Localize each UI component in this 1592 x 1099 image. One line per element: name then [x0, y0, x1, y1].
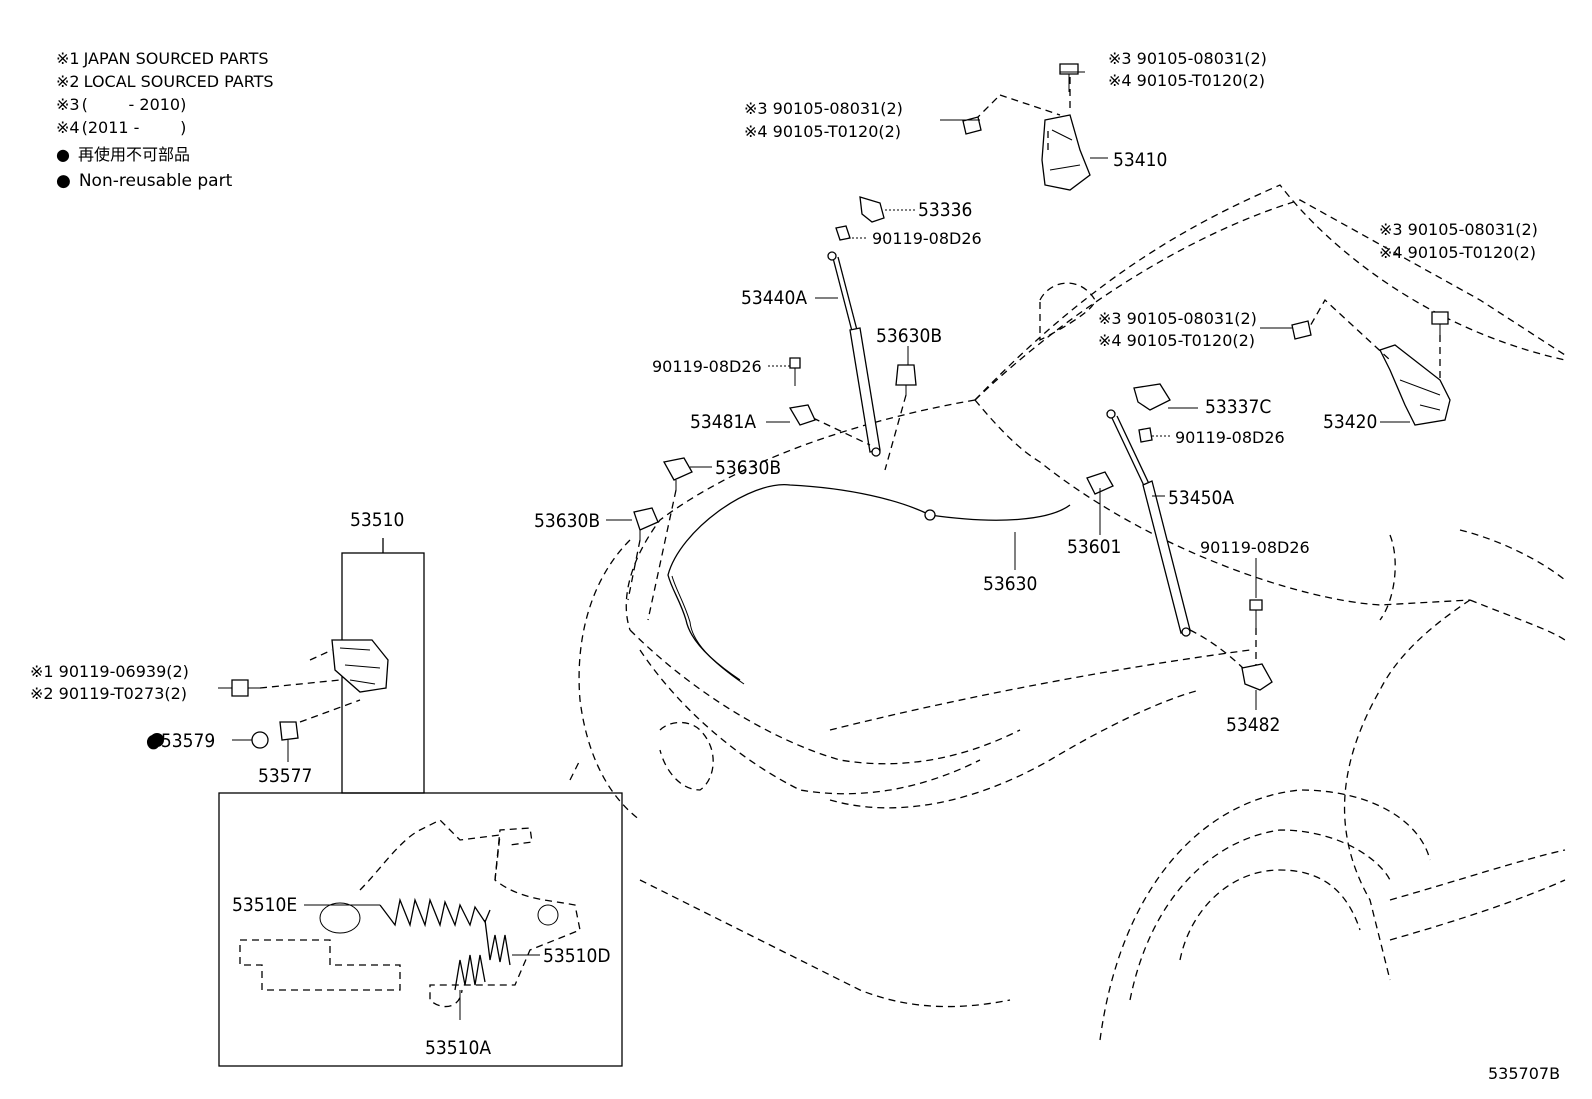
hood-support-53440A: [812, 251, 881, 457]
label-mid-bolt-4: ※4 90105-T0120(2): [1098, 331, 1255, 350]
leader-lines: [218, 71, 1410, 956]
label-53410: 53410: [1113, 149, 1167, 171]
label-53579: ●53579: [146, 730, 215, 752]
label-53450A: 53450A: [1168, 487, 1234, 509]
label-53420: 53420: [1323, 411, 1377, 433]
label-bolt-90119-c: 90119-08D26: [1175, 428, 1285, 447]
label-53630B-mid: 53630B: [715, 457, 781, 479]
hood-hinge-53420: [1304, 298, 1451, 426]
hood-hinge-53410: [974, 65, 1091, 191]
label-right-bolt-4: ※4 90105-T0120(2): [1379, 243, 1536, 262]
label-bolt-90119-a: 90119-08D26: [872, 229, 982, 248]
label-top-bolt-3: ※3 90105-08031(2): [1108, 49, 1267, 68]
hood-release-cable: [667, 484, 1071, 685]
legend-item-5: ●再使用不可部品: [56, 145, 190, 164]
legend-item-3: ※3( - 2010): [56, 95, 186, 114]
label-lock-bolt-1: ※1 90119-06939(2): [30, 662, 189, 681]
hood-lock-detail-box: [218, 792, 623, 1067]
legend-item-4: ※4(2011 - ): [56, 118, 186, 137]
label-bolt-90119-b: 90119-08D26: [652, 357, 762, 376]
label-53510A: 53510A: [425, 1037, 491, 1059]
label-53510E: 53510E: [232, 894, 297, 916]
hood-support-53450A: [1106, 409, 1251, 676]
label-hinge-bolt-3: ※3 90105-08031(2): [744, 99, 903, 118]
diagram-id: 535707B: [1488, 1064, 1560, 1083]
label-53510D: 53510D: [543, 945, 611, 967]
label-53336: 53336: [918, 199, 972, 221]
label-53337C: 53337C: [1205, 396, 1271, 418]
label-top-bolt-4: ※4 90105-T0120(2): [1108, 71, 1265, 90]
label-53510: 53510: [350, 509, 404, 531]
hood-lock-detail: [218, 792, 623, 1067]
small-parts: [627, 63, 1449, 691]
label-right-bolt-3: ※3 90105-08031(2): [1379, 220, 1538, 239]
label-53630B-left: 53630B: [534, 510, 600, 532]
hood-lock-assembly: [150, 538, 425, 794]
label-53482: 53482: [1226, 714, 1280, 736]
part-labels: ※3 90105-08031(2) ※4 90105-T0120(2) ※3 9…: [30, 49, 1560, 1083]
label-53630: 53630: [983, 573, 1037, 595]
label-lock-bolt-2: ※2 90119-T0273(2): [30, 684, 187, 703]
label-bolt-90119-d: 90119-08D26: [1200, 538, 1310, 557]
label-53577: 53577: [258, 765, 312, 787]
label-mid-bolt-3: ※3 90105-08031(2): [1098, 309, 1257, 328]
label-53440A: 53440A: [741, 287, 807, 309]
vehicle-outline: [569, 184, 1566, 1041]
label-hinge-bolt-4: ※4 90105-T0120(2): [744, 122, 901, 141]
label-53601: 53601: [1067, 536, 1121, 558]
legend-item-6: ●Non-reusable part: [56, 171, 233, 191]
label-53481A: 53481A: [690, 411, 756, 433]
label-53630B-top: 53630B: [876, 325, 942, 347]
